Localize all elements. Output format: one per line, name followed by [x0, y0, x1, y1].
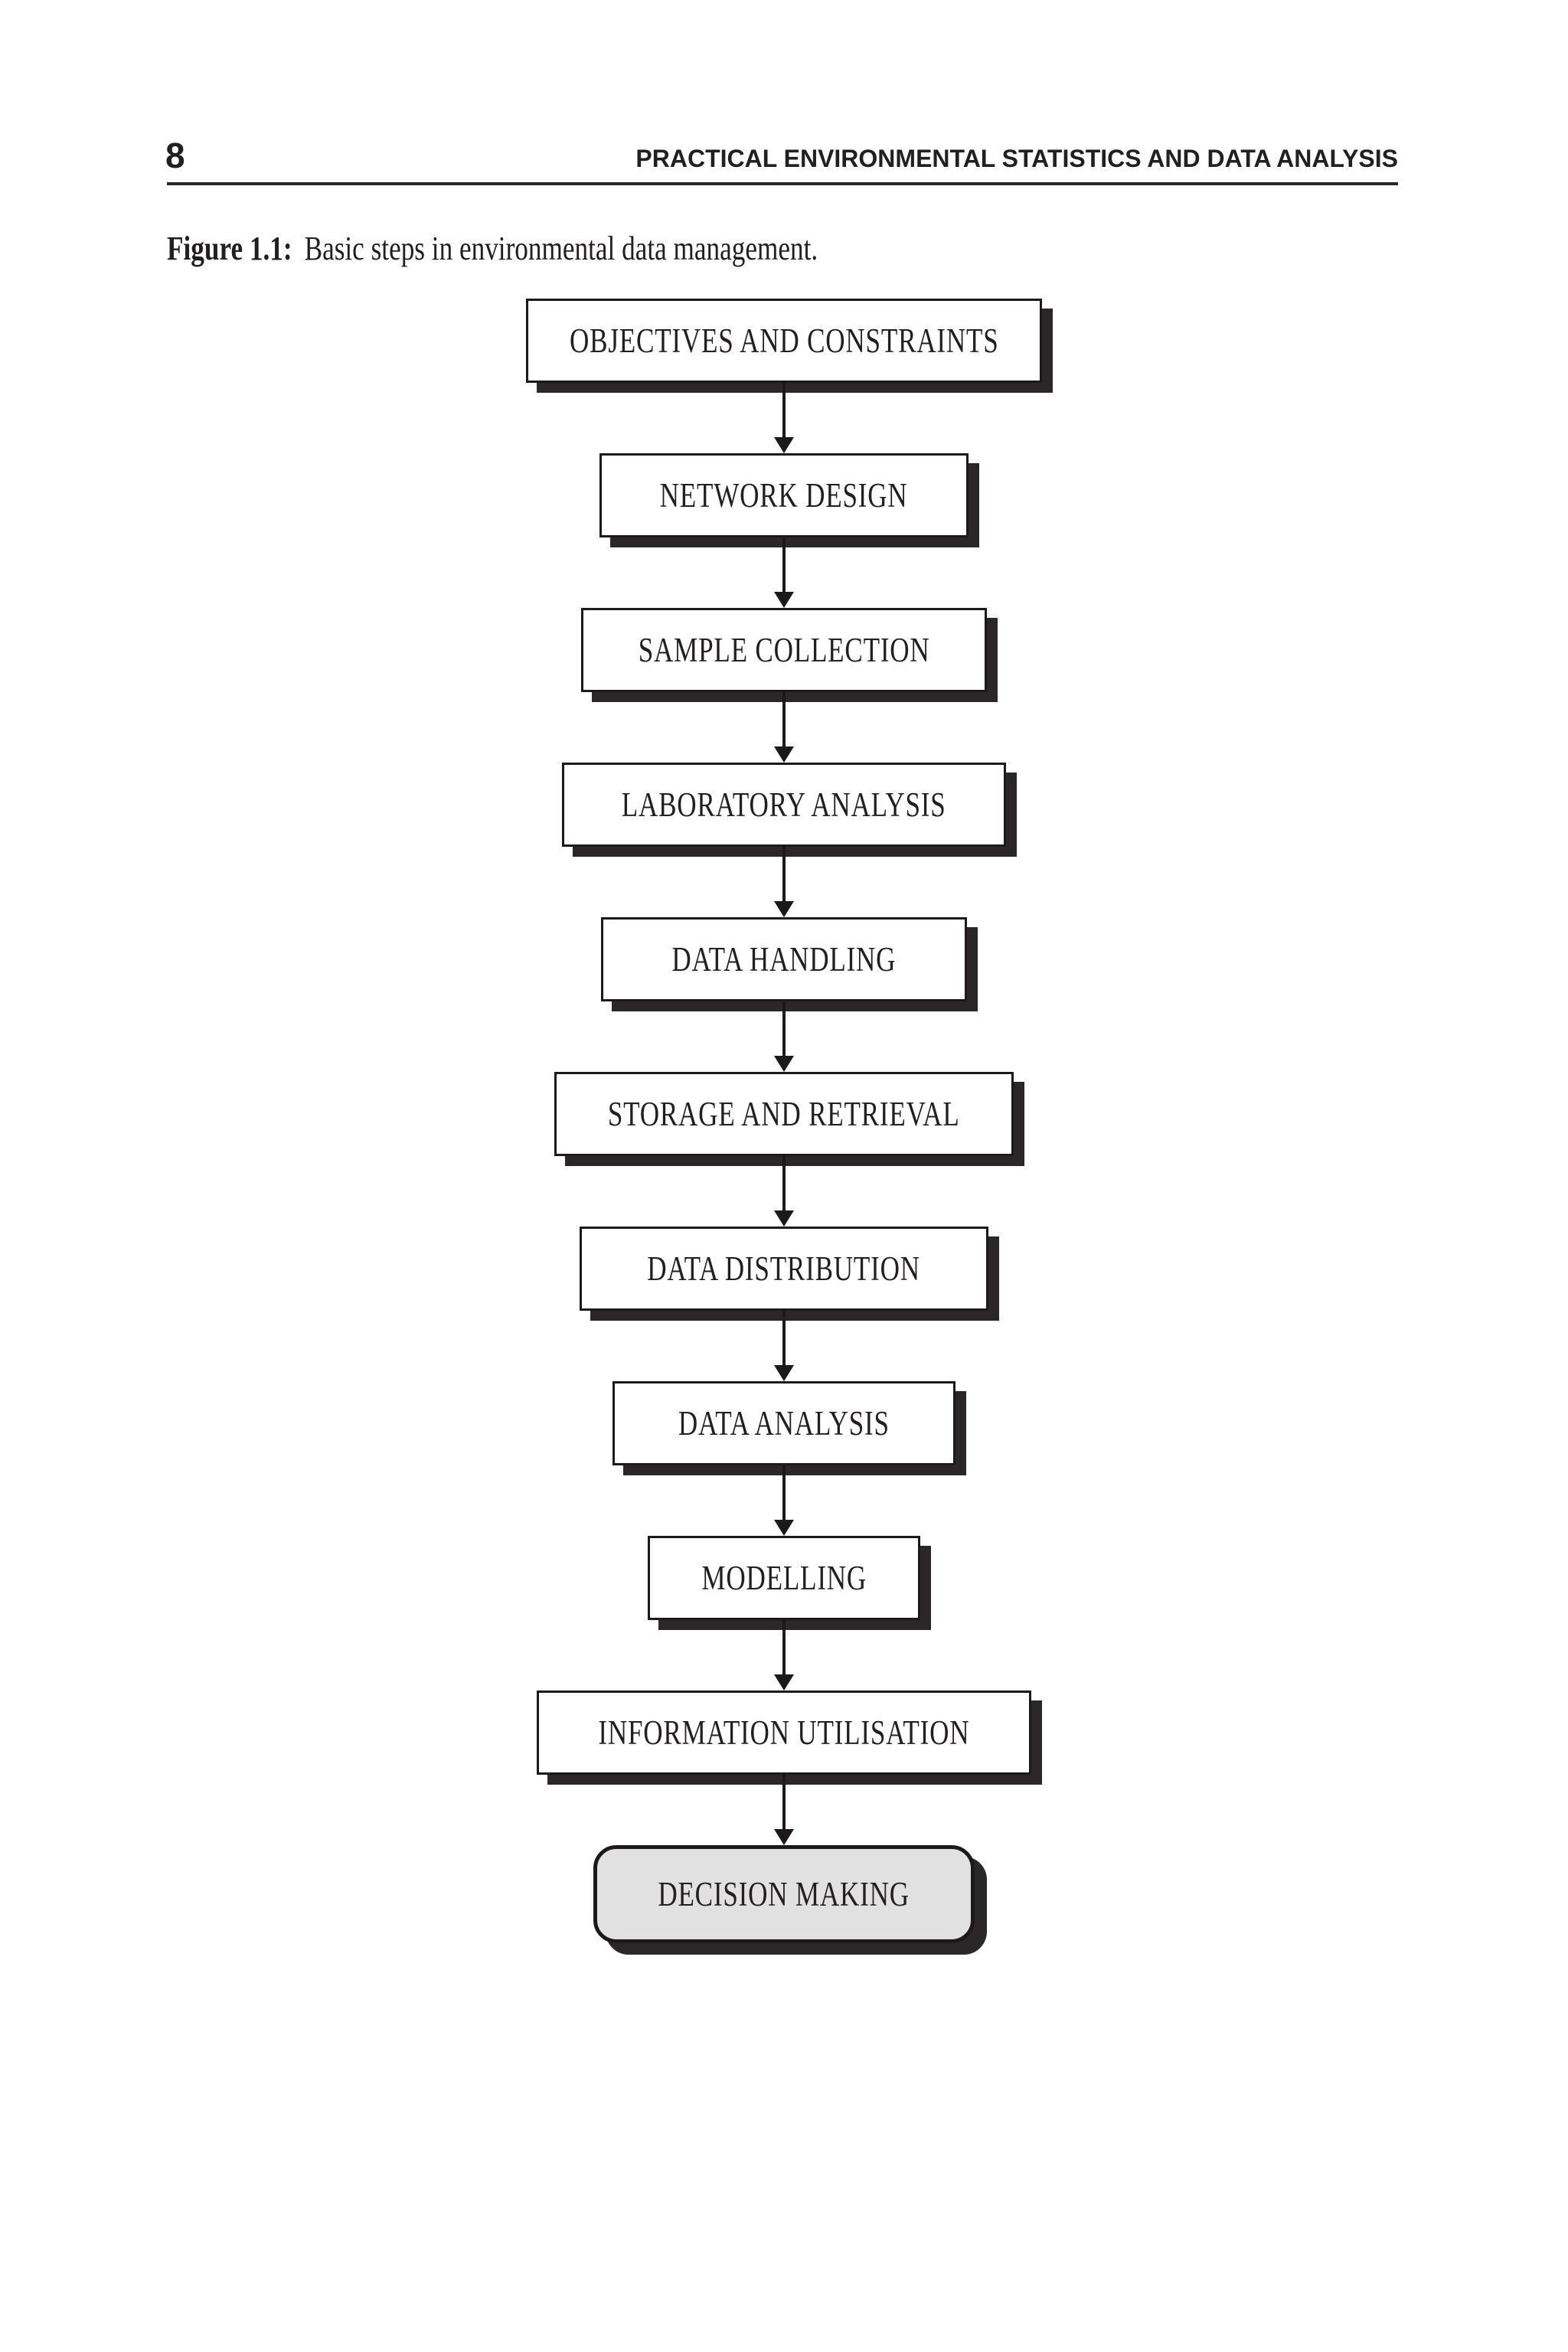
page-number: 8	[165, 136, 185, 175]
flow-box-storage-and-retrieval: STORAGE AND RETRIEVAL	[554, 1072, 1014, 1156]
flow-box-sample-collection: SAMPLE COLLECTION	[581, 608, 987, 692]
flow-box-label: DECISION MAKING	[658, 1875, 910, 1913]
flow-box-objectives-and-constraints: OBJECTIVES AND CONSTRAINTS	[526, 299, 1042, 383]
arrow-down-connector	[773, 847, 795, 917]
flow-box-label: STORAGE AND RETRIEVAL	[608, 1095, 960, 1133]
flow-box-data-distribution: DATA DISTRIBUTION	[580, 1227, 988, 1311]
arrow-head-icon	[774, 592, 794, 608]
arrow-stem	[782, 1620, 786, 1674]
arrow-stem	[782, 1311, 786, 1365]
arrow-stem	[782, 1156, 786, 1210]
flow-box-label: DATA DISTRIBUTION	[647, 1250, 921, 1288]
arrow-stem	[782, 1465, 786, 1520]
arrow-down-connector	[773, 692, 795, 763]
flow-box-data-handling: DATA HANDLING	[601, 917, 967, 1001]
arrow-down-connector	[773, 1465, 795, 1536]
arrow-head-icon	[774, 1210, 794, 1227]
arrow-down-connector	[773, 383, 795, 453]
arrow-head-icon	[774, 437, 794, 453]
figure-caption-text: Basic steps in environmental data manage…	[304, 230, 818, 267]
arrow-head-icon	[774, 901, 794, 917]
arrow-down-connector	[773, 1156, 795, 1227]
flow-box-label: LABORATORY ANALYSIS	[622, 786, 946, 824]
arrow-down-connector	[773, 537, 795, 608]
flow-box-label: DATA ANALYSIS	[678, 1404, 890, 1442]
figure-caption: Figure 1.1: Basic steps in environmental …	[167, 230, 818, 267]
arrow-head-icon	[774, 746, 794, 763]
flowchart: OBJECTIVES AND CONSTRAINTS NETWORK DESIGN…	[0, 299, 1568, 1943]
flow-box-label: OBJECTIVES AND CONSTRAINTS	[569, 322, 999, 360]
arrow-down-connector	[773, 1311, 795, 1381]
arrow-stem	[782, 847, 786, 901]
arrow-stem	[782, 537, 786, 592]
flow-box-decision-making: DECISION MAKING	[593, 1845, 975, 1943]
figure-label: Figure 1.1:	[167, 230, 292, 267]
arrow-head-icon	[774, 1829, 794, 1845]
arrow-down-connector	[773, 1775, 795, 1845]
arrow-down-connector	[773, 1620, 795, 1690]
arrow-head-icon	[774, 1674, 794, 1690]
flow-box-information-utilisation: INFORMATION UTILISATION	[537, 1690, 1031, 1775]
flow-box-laboratory-analysis: LABORATORY ANALYSIS	[562, 763, 1006, 847]
arrow-stem	[782, 1775, 786, 1829]
arrow-head-icon	[774, 1365, 794, 1381]
flow-box-network-design: NETWORK DESIGN	[599, 453, 969, 537]
arrow-down-connector	[773, 1001, 795, 1072]
header-rule	[167, 182, 1398, 185]
running-header-title: PRACTICAL ENVIRONMENTAL STATISTICS AND D…	[635, 145, 1398, 172]
arrow-stem	[782, 383, 786, 437]
flow-box-label: SAMPLE COLLECTION	[638, 631, 930, 669]
arrow-stem	[782, 1001, 786, 1056]
flow-box-data-analysis: DATA ANALYSIS	[612, 1381, 956, 1465]
flow-box-label: NETWORK DESIGN	[660, 476, 908, 514]
flow-box-label: DATA HANDLING	[671, 940, 897, 978]
flow-box-label: MODELLING	[701, 1559, 867, 1597]
arrow-head-icon	[774, 1056, 794, 1072]
flow-box-modelling: MODELLING	[648, 1536, 920, 1620]
arrow-stem	[782, 692, 786, 746]
flow-box-label: INFORMATION UTILISATION	[598, 1713, 970, 1752]
arrow-head-icon	[774, 1520, 794, 1536]
